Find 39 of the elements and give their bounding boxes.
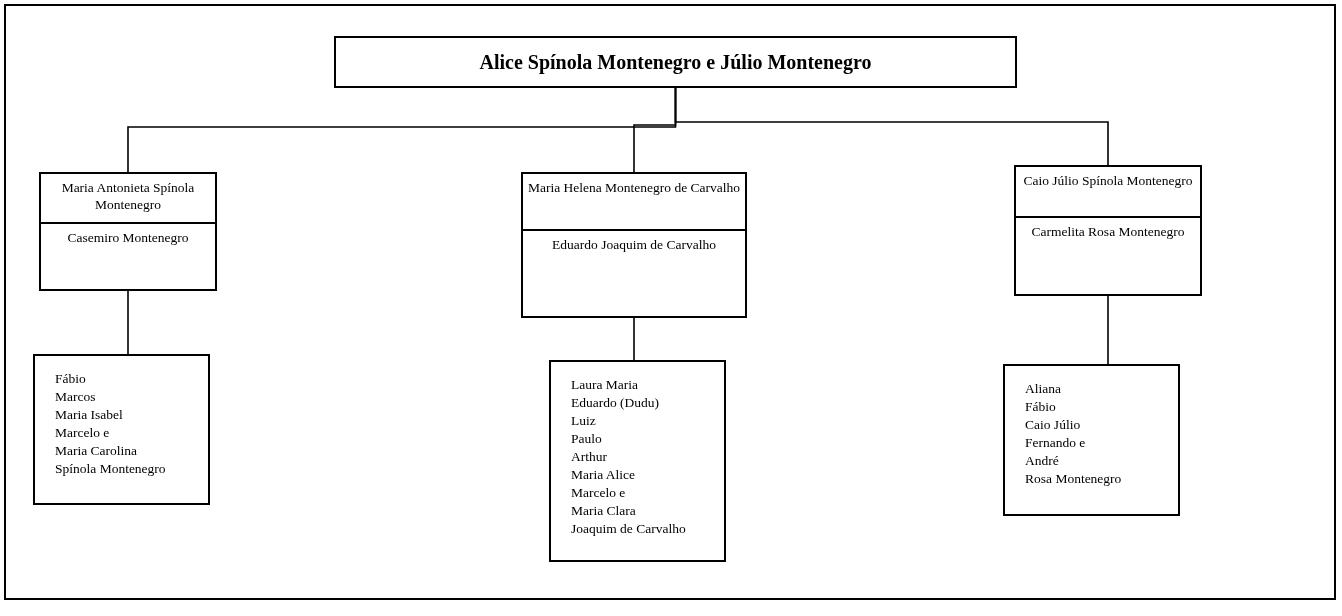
couple-box <box>1014 165 1202 296</box>
child-name: Eduardo (Dudu) <box>571 394 660 412</box>
person-name: Casemiro Montenegro <box>67 230 189 245</box>
child-name: Maria Carolina <box>55 442 138 460</box>
child-name: Paulo <box>571 430 602 448</box>
child-name: Marcelo e <box>55 424 110 442</box>
person-name: Maria Helena Montenegro de Carvalho <box>527 180 741 195</box>
connector-line <box>633 317 635 361</box>
child-name: Rosa Montenegro <box>1025 470 1122 488</box>
child-name: Laura Maria <box>571 376 639 394</box>
person-name: Carmelita Rosa Montenegro <box>1031 224 1185 239</box>
child-name: Spínola Montenegro <box>55 460 166 478</box>
child-name: Luiz <box>571 412 596 430</box>
child-name: Fernando e <box>1025 434 1086 452</box>
connector-line <box>674 87 1109 166</box>
children-box <box>549 360 726 562</box>
couple-name: Alice Spínola Montenegro e Júlio Montenegro <box>479 50 872 74</box>
child-name: Aliana <box>1025 380 1061 398</box>
person-name: Eduardo Joaquim de Carvalho <box>552 237 716 252</box>
child-name: Arthur <box>571 448 607 466</box>
child-name: Fábio <box>1025 398 1056 416</box>
couple-box <box>521 172 747 318</box>
child-name: Maria Clara <box>571 502 636 520</box>
child-name: Maria Isabel <box>55 406 123 424</box>
child-name: André <box>1025 452 1059 470</box>
title-box <box>334 36 1017 88</box>
child-name: Marcos <box>55 388 96 406</box>
child-name: Caio Júlio <box>1025 416 1081 434</box>
children-box <box>33 354 210 505</box>
child-name: Fábio <box>55 370 86 388</box>
connector-line <box>1107 295 1109 365</box>
person-name: Caio Júlio Spínola Montenegro <box>1023 173 1193 188</box>
connector-line <box>127 290 129 355</box>
child-name: Joaquim de Carvalho <box>571 520 686 538</box>
child-name: Marcelo e <box>571 484 626 502</box>
person-name: Maria Antonieta Spínola Montenegro <box>61 180 195 212</box>
child-name: Maria Alice <box>571 466 636 484</box>
couple-box <box>39 172 217 291</box>
children-box <box>1003 364 1180 516</box>
